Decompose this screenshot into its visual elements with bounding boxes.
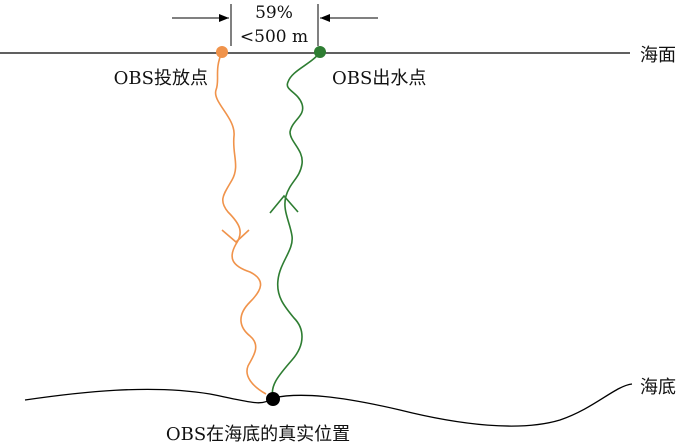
ascent-direction-arrow xyxy=(269,194,299,214)
deploy-point-marker xyxy=(216,46,228,58)
descent-path xyxy=(214,51,267,395)
recovery-point-label: OBS出水点 xyxy=(332,68,426,89)
seafloor-position-marker xyxy=(266,392,280,406)
descent-direction-arrow xyxy=(221,229,250,244)
deploy-point-label: OBS投放点 xyxy=(114,68,208,89)
ascent-path xyxy=(271,51,321,398)
percent-label: 59% xyxy=(255,3,293,23)
sea-surface-label: 海面 xyxy=(640,45,676,66)
distance-label: <500 m xyxy=(240,27,308,47)
true-position-label: OBS在海底的真实位置 xyxy=(166,424,350,445)
seafloor-line xyxy=(24,383,633,427)
seafloor-label: 海底 xyxy=(640,377,676,398)
recovery-point-marker xyxy=(314,46,326,58)
